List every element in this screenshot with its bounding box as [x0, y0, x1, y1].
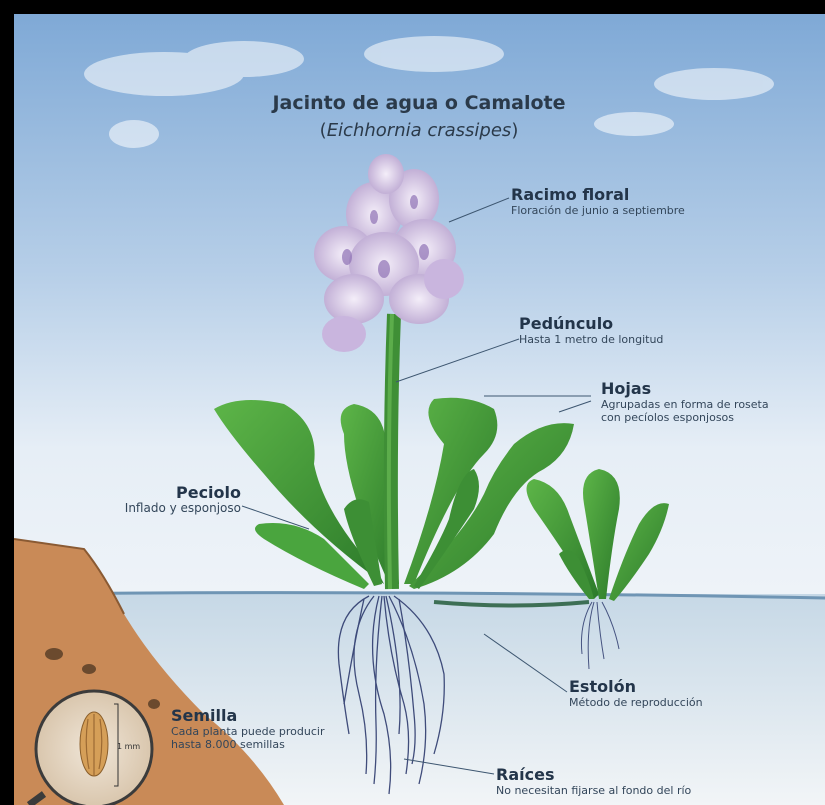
label-semilla: Semilla Cada planta puede producir hasta… — [171, 707, 324, 751]
raices-description: No necesitan fijarse al fondo del río — [496, 784, 691, 797]
peciolo-title: Peciolo — [69, 484, 241, 502]
hojas-description-2: con pecíolos esponjosos — [601, 411, 769, 424]
semilla-title: Semilla — [171, 707, 324, 725]
hojas-description-1: Agrupadas en forma de roseta — [601, 398, 769, 411]
racimo-description: Floración de junio a septiembre — [511, 204, 685, 217]
estolon-title: Estolón — [569, 678, 703, 696]
scale-label: 1 mm — [117, 742, 140, 751]
label-estolon: Estolón Método de reproducción — [569, 678, 703, 709]
estolon-description: Método de reproducción — [569, 696, 703, 709]
label-raices: Raíces No necesitan fijarse al fondo del… — [496, 766, 691, 797]
label-peciolo: Peciolo Inflado y esponjoso — [69, 484, 241, 515]
subtitle-paren-close: ) — [511, 120, 518, 141]
semilla-description-1: Cada planta puede producir — [171, 725, 324, 738]
peciolo-description: Inflado y esponjoso — [69, 502, 241, 515]
illustration-scene: Jacinto de agua o Camalote (Eichhornia c… — [14, 14, 825, 805]
diagram-subtitle: (Eichhornia crassipes) — [254, 120, 584, 141]
pedunculo-description: Hasta 1 metro de longitud — [519, 333, 663, 346]
label-pedunculo: Pedúnculo Hasta 1 metro de longitud — [519, 315, 663, 346]
semilla-description-2: hasta 8.000 semillas — [171, 738, 324, 751]
scientific-name: Eichhornia crassipes — [327, 120, 512, 141]
pedunculo-title: Pedúnculo — [519, 315, 663, 333]
diagram-title: Jacinto de agua o Camalote — [254, 92, 584, 114]
label-hojas: Hojas Agrupadas en forma de roseta con p… — [601, 380, 769, 424]
hojas-title: Hojas — [601, 380, 769, 398]
raices-title: Raíces — [496, 766, 691, 784]
racimo-title: Racimo floral — [511, 186, 685, 204]
label-racimo-floral: Racimo floral Floración de junio a septi… — [511, 186, 685, 217]
subtitle-paren-open: ( — [320, 120, 327, 141]
